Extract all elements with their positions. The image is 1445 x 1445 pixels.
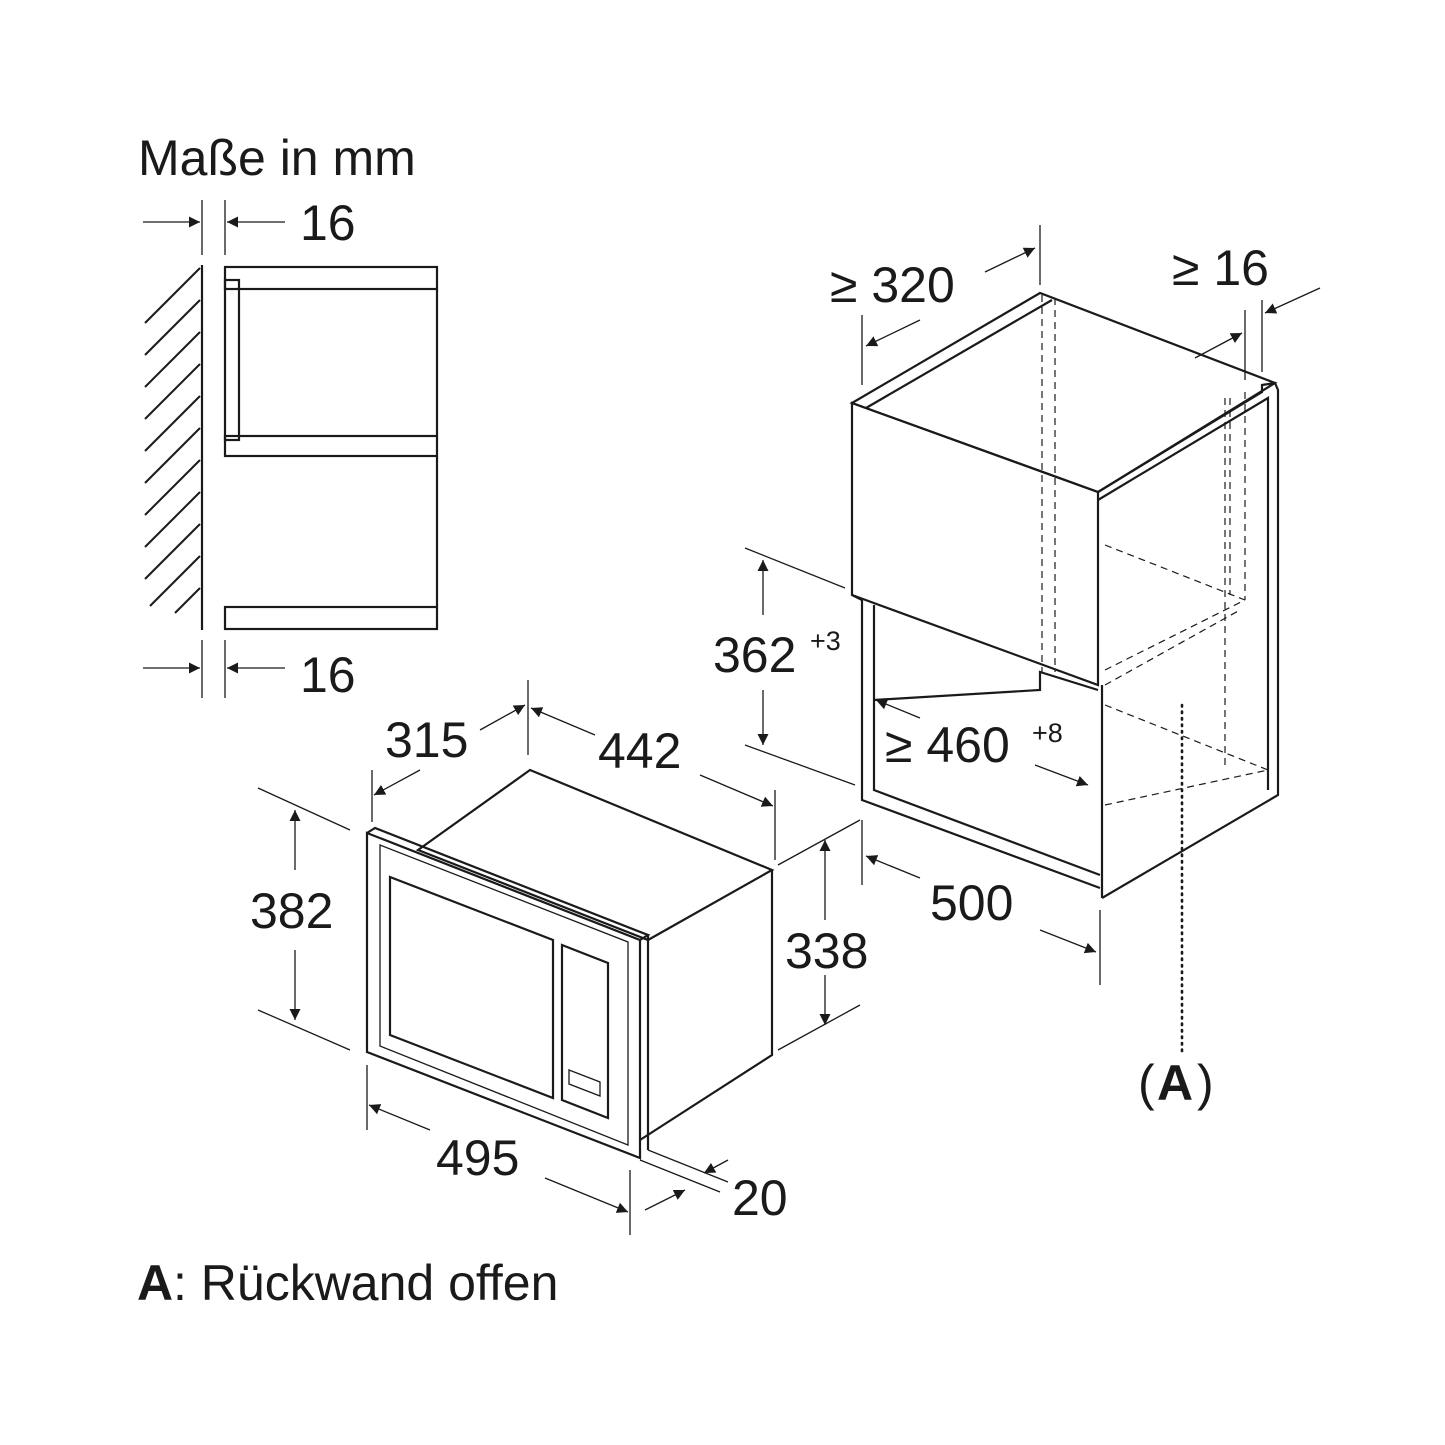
appliance-front-frame — [365, 831, 642, 1160]
niche-height-label: 362 — [713, 627, 796, 683]
niche-width-label: ≥ 460 — [885, 717, 1010, 773]
appliance-depth-label: 315 — [385, 712, 468, 768]
appliance-front-height-label: 382 — [250, 883, 333, 939]
marker-open-paren: ( — [1138, 1055, 1155, 1111]
niche-depth-label: 500 — [930, 875, 1013, 931]
control-panel — [560, 943, 610, 1120]
back-strip — [223, 278, 241, 442]
appliance-front-width-label: 495 — [436, 1130, 519, 1186]
wall-hatching — [144, 265, 204, 630]
cabinet-depth-label: ≥ 320 — [830, 257, 955, 313]
side-gap-bottom-label: 16 — [300, 647, 356, 703]
side-gap-top-label: 16 — [300, 195, 356, 251]
appliance-drawing: 315 442 382 338 495 20 — [250, 680, 868, 1235]
legend-text: : Rückwand offen — [173, 1255, 558, 1311]
appliance-width-label: 442 — [598, 723, 681, 779]
marker-a: A — [1157, 1055, 1193, 1111]
side-view: 16 16 — [143, 195, 439, 703]
display — [568, 1069, 601, 1097]
appliance-front-thickness-label: 20 — [732, 1170, 788, 1226]
top-panel — [223, 265, 439, 291]
bottom-panel — [223, 605, 439, 631]
cabinet-drawing: ≥ 320 ≥ 16 362 +3 ≥ 460 +8 500 ( A ) — [713, 225, 1321, 1111]
niche-height-tolerance: +3 — [810, 626, 841, 656]
cabinet-side-label: ≥ 16 — [1172, 240, 1269, 296]
door-window — [388, 875, 555, 1100]
appliance-body-height-label: 338 — [785, 923, 868, 979]
upper-cabinet-front — [850, 401, 1100, 687]
units-note: Maße in mm — [138, 130, 416, 186]
marker-close-paren: ) — [1197, 1055, 1214, 1111]
niche-width-tolerance: +8 — [1032, 718, 1063, 748]
shelf-panel — [223, 434, 439, 458]
legend-key: A — [137, 1255, 173, 1311]
